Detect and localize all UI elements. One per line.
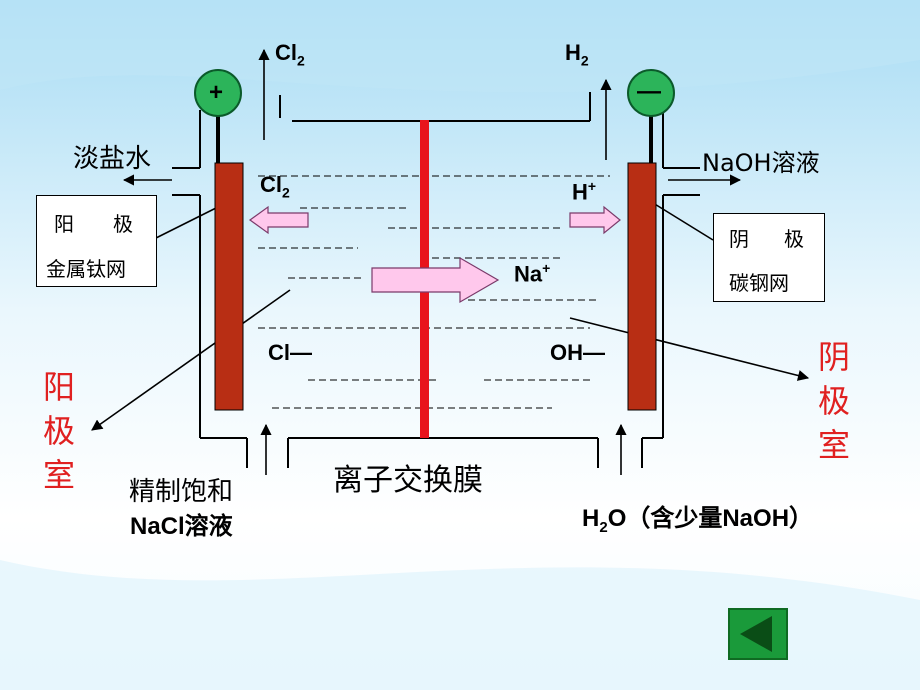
cl2-outlet-label: Cl2 (275, 40, 305, 69)
cathode-label-text: 极 (784, 227, 804, 251)
anode-label-text: 极 (113, 212, 133, 236)
back-button[interactable] (728, 608, 788, 660)
cathode-label-text: 阴 (729, 227, 749, 251)
background-wave (0, 0, 920, 93)
na-plus-label: Na+ (514, 260, 551, 287)
brine-input-label-line2: NaCl溶液 (130, 513, 233, 540)
h-plus-right-arrow-icon (569, 205, 621, 235)
dilute-brine-label: 淡盐水 (73, 144, 152, 174)
cl2-product-label: Cl2 (260, 172, 290, 201)
triangle-left-icon (740, 616, 772, 652)
cathode-terminal-icon (627, 69, 675, 117)
cathode-electrode (627, 162, 657, 411)
cathode-chamber-label: 阴 极 室 (818, 338, 851, 464)
cell-outline (172, 92, 700, 468)
cathode-chamber-pointer (569, 317, 810, 381)
anode-sign: + (209, 79, 224, 106)
h2-outlet-label: H2 (565, 40, 589, 69)
naoh-solution-label: NaOH溶液 (702, 149, 820, 177)
back-button-icon[interactable] (728, 608, 788, 660)
electrolyte-dashes (258, 175, 610, 409)
h-plus-label: H+ (572, 178, 597, 205)
na-plus-right-arrow-icon (371, 256, 500, 304)
anode-chamber-pointer (91, 289, 291, 431)
flow-arrows (91, 48, 810, 475)
cathode-label-box: 阴 极 碳钢网 (713, 213, 825, 302)
anode-material-text: 金属钛网 (46, 257, 126, 281)
anode-label-text: 阳 (54, 212, 74, 236)
anode-terminal-icon (194, 69, 242, 117)
ion-arrows (248, 205, 621, 304)
background-wave (0, 560, 920, 690)
anode-electrode (214, 162, 244, 411)
membrane-label: 离子交换膜 (333, 463, 483, 498)
cl-minus-label: Cl— (268, 340, 312, 365)
cathode-sign: — (637, 78, 661, 105)
cathode-material-text: 碳钢网 (729, 271, 789, 295)
anode-label-box: 阳 极 金属钛网 (36, 195, 157, 287)
anode-chamber-label: 阳 极 室 (43, 368, 76, 494)
water-input-label: H2O（含少量NaOH） (582, 505, 814, 536)
oh-minus-label: OH— (550, 340, 605, 365)
cl2-left-arrow-icon (248, 205, 309, 235)
brine-input-label-line1: 精制饱和 (129, 477, 234, 507)
